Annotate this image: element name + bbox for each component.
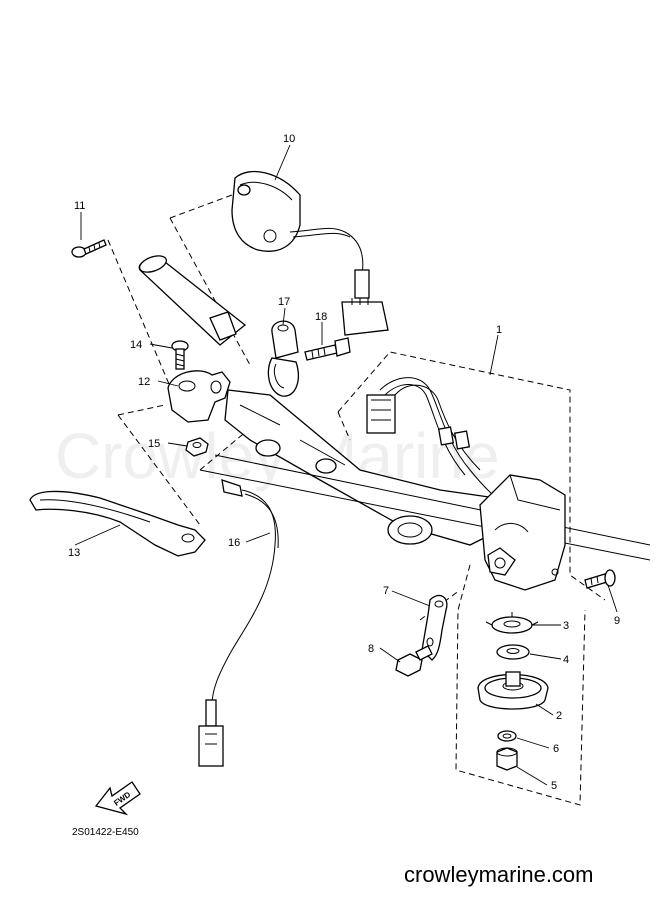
callout-1: 1 [496, 324, 502, 336]
part-6-washer [497, 730, 517, 742]
group-line-lever-b [117, 404, 166, 416]
callout-18: 18 [315, 311, 327, 323]
site-url: crowleymarine.com [404, 862, 594, 887]
callout-9: 9 [614, 615, 620, 627]
part-12-lever-holder [167, 370, 231, 423]
callout-8: 8 [368, 643, 374, 655]
part-14-bolt [171, 340, 189, 370]
callout-11: 11 [74, 200, 85, 212]
part-2-knob [477, 671, 549, 710]
part-3-washer [485, 612, 539, 634]
callout-16: 16 [228, 537, 240, 549]
callout-4: 4 [563, 654, 569, 666]
part-7-bracket [421, 594, 448, 661]
part-4-washer [496, 644, 530, 660]
callout-5: 5 [551, 780, 557, 792]
part-10-switch [231, 170, 389, 336]
leader-lines [74, 144, 618, 786]
group-line-switch-10b [169, 217, 251, 366]
callout-15: 15 [148, 438, 160, 450]
group-line-lever [117, 414, 201, 526]
part-9-screw [584, 569, 616, 589]
grip-tube [138, 255, 247, 346]
group-line-switch-10 [169, 191, 241, 219]
callout-labels: 1 2 3 4 5 6 7 8 9 10 11 12 13 14 15 16 1… [68, 133, 620, 792]
part-15-nut [185, 437, 209, 457]
callout-7: 7 [383, 585, 389, 597]
diagram-code: 2S01422-E450 [72, 827, 139, 838]
group-line-grip [107, 239, 181, 411]
part-17-holder [267, 320, 299, 397]
part-16-cable [198, 479, 279, 767]
part-1-housing [479, 474, 566, 591]
callout-14: 14 [130, 339, 142, 351]
group-box-top [337, 351, 606, 601]
group-box-left [337, 411, 351, 441]
part-13-lever [29, 490, 206, 557]
callout-13: 13 [68, 547, 80, 559]
group-box-lower [455, 564, 586, 806]
part-8-bolt [395, 645, 433, 677]
callout-12: 12 [138, 376, 150, 388]
part-18-bolt [304, 337, 351, 361]
part-11-screw [71, 239, 107, 258]
callout-3: 3 [563, 620, 569, 632]
callout-10: 10 [283, 133, 295, 145]
part-5-nut [496, 747, 518, 771]
fwd-arrow-icon: FWD [94, 781, 141, 816]
callout-6: 6 [553, 743, 559, 755]
callout-17: 17 [278, 296, 290, 308]
callout-2: 2 [556, 710, 562, 722]
